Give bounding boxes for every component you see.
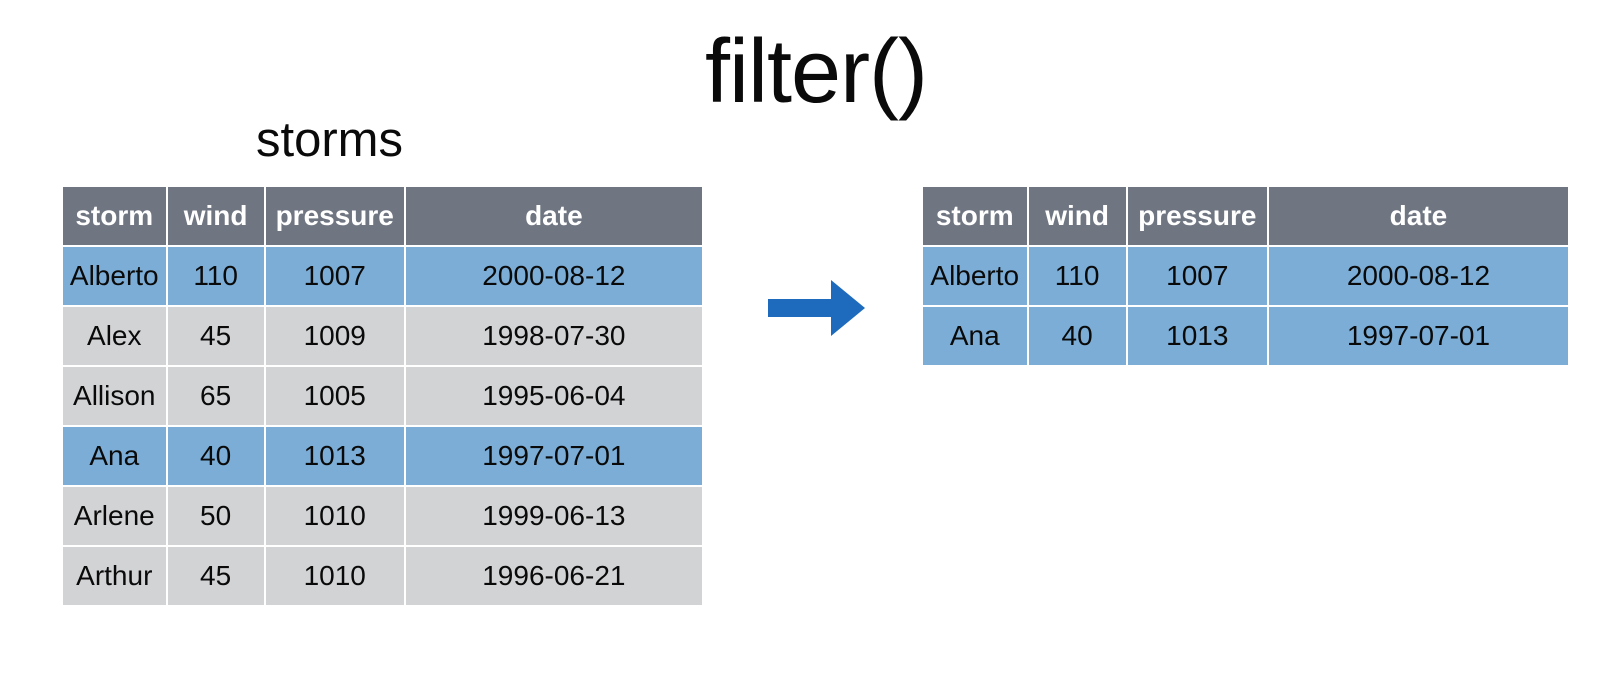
cell-storm: Ana [63, 427, 166, 485]
column-header-pressure: pressure [265, 187, 404, 245]
cell-pressure: 1010 [265, 547, 404, 605]
cell-storm: Alberto [63, 247, 166, 305]
cell-storm: Allison [63, 367, 166, 425]
cell-wind: 110 [167, 247, 264, 305]
cell-wind: 40 [1028, 307, 1126, 365]
column-header-pressure: pressure [1127, 187, 1267, 245]
cell-pressure: 1007 [1127, 247, 1267, 305]
cell-pressure: 1013 [1127, 307, 1267, 365]
cell-wind: 40 [167, 427, 264, 485]
column-header-wind: wind [167, 187, 264, 245]
cell-date: 1998-07-30 [405, 307, 702, 365]
cell-pressure: 1009 [265, 307, 404, 365]
column-header-storm: storm [63, 187, 166, 245]
column-header-storm: storm [923, 187, 1027, 245]
cell-pressure: 1013 [265, 427, 404, 485]
cell-wind: 45 [167, 307, 264, 365]
cell-storm: Alex [63, 307, 166, 365]
cell-pressure: 1005 [265, 367, 404, 425]
cell-date: 1995-06-04 [405, 367, 702, 425]
column-header-wind: wind [1028, 187, 1126, 245]
cell-date: 1997-07-01 [1268, 307, 1568, 365]
cell-wind: 110 [1028, 247, 1126, 305]
cell-storm: Ana [923, 307, 1027, 365]
cell-pressure: 1010 [265, 487, 404, 545]
cell-storm: Arthur [63, 547, 166, 605]
source-table-label: storms [256, 113, 403, 167]
cell-wind: 50 [167, 487, 264, 545]
cell-date: 2000-08-12 [405, 247, 702, 305]
cell-pressure: 1007 [265, 247, 404, 305]
function-title: filter() [705, 22, 928, 122]
cell-date: 1996-06-21 [405, 547, 702, 605]
right-arrow-icon [768, 280, 865, 336]
cell-storm: Arlene [63, 487, 166, 545]
column-header-date: date [1268, 187, 1568, 245]
filter-arrow [768, 278, 866, 338]
cell-storm: Alberto [923, 247, 1027, 305]
cell-date: 1997-07-01 [405, 427, 702, 485]
column-header-date: date [405, 187, 702, 245]
cell-date: 1999-06-13 [405, 487, 702, 545]
cell-date: 2000-08-12 [1268, 247, 1568, 305]
cell-wind: 65 [167, 367, 264, 425]
cell-wind: 45 [167, 547, 264, 605]
